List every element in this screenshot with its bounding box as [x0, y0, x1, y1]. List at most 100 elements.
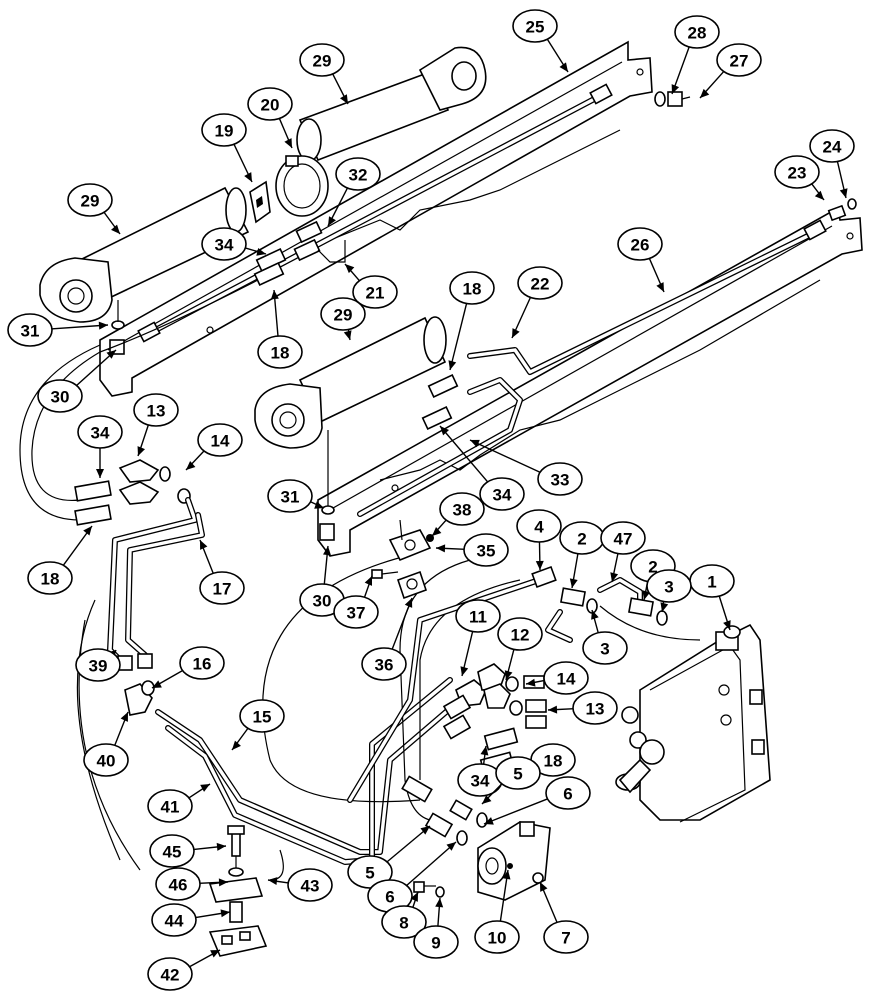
callout-label: 8 [399, 914, 408, 933]
leader-arrow [244, 172, 252, 182]
callout-c39: 39 [75, 648, 121, 682]
leader-arrow [364, 576, 372, 586]
control-valve-icon [615, 623, 771, 823]
callout-bubble [545, 776, 591, 810]
callout-bubble [455, 599, 501, 633]
callout-c34a: 34 [201, 227, 267, 261]
leader-arrow [218, 878, 228, 887]
callout-label: 3 [600, 640, 609, 659]
leader-arrow [323, 546, 331, 556]
leader-arrow [268, 877, 278, 886]
leader-arrow [700, 88, 710, 98]
callout-c17: 17 [199, 539, 245, 605]
callout-c29c: 29 [320, 297, 366, 341]
callout-c43: 43 [267, 868, 333, 902]
callout-c35: 35 [435, 533, 509, 567]
callout-label: 2 [648, 558, 657, 577]
hose-fitting-icon [827, 198, 857, 222]
callout-c29b: 29 [67, 183, 121, 235]
callout-c37: 37 [333, 575, 379, 629]
callout-bubble [381, 905, 427, 939]
leader-arrow [404, 598, 413, 608]
callout-c11: 11 [455, 599, 501, 677]
callout-bubble [179, 646, 225, 680]
callout-bubble [147, 789, 193, 823]
leader-arrow [314, 501, 324, 509]
lower-arm-tube [357, 219, 827, 517]
leader-arrow [210, 950, 220, 958]
cylinder-upper-left [39, 186, 250, 323]
fitting-5-6 [401, 775, 488, 846]
callout-bubble [774, 155, 820, 189]
callout-label: 14 [211, 432, 230, 451]
leader-arrow [548, 705, 558, 714]
callout-c41: 41 [147, 783, 211, 823]
callout-bubble [474, 920, 520, 954]
callout-label: 1 [707, 573, 716, 592]
leader-arrow [446, 842, 456, 851]
leader-arrow [480, 746, 489, 756]
callout-bubble [646, 569, 692, 603]
leader-arrow [343, 330, 352, 340]
leader-arrow [435, 898, 444, 908]
callout-label: 33 [551, 471, 570, 490]
leader-arrow [284, 138, 292, 148]
callout-c18a: 18 [257, 289, 303, 369]
leader-arrow [186, 461, 196, 470]
callout-bubble [439, 492, 485, 526]
leader-arrow [484, 817, 494, 825]
leader-arrow [839, 188, 848, 198]
callout-label: 9 [431, 934, 440, 953]
leader-arrow [120, 712, 128, 722]
leader-arrow [460, 666, 469, 676]
callout-bubble [257, 335, 303, 369]
callout-label: 47 [614, 530, 633, 549]
callout-bubble [67, 183, 113, 217]
callout-c23: 23 [774, 155, 825, 201]
loader-arm-upper [99, 40, 653, 397]
callout-label: 18 [41, 570, 60, 589]
callout-bubble [449, 271, 495, 305]
callout-label: 22 [531, 275, 550, 294]
leader-arrow [540, 882, 548, 892]
callout-c3a: 3 [646, 569, 692, 613]
callout-c20: 20 [247, 87, 293, 149]
callout-label: 2 [577, 530, 586, 549]
callout-label: 6 [563, 785, 572, 804]
leader-arrow [482, 795, 492, 804]
leader-line [449, 303, 468, 371]
leader-arrow [610, 572, 619, 582]
leader-arrow [660, 602, 669, 612]
callout-bubble [809, 129, 855, 163]
callout-label: 11 [469, 608, 487, 627]
leader-arrow [256, 248, 266, 256]
callout-c2a: 2 [559, 521, 605, 589]
callout-label: 31 [21, 322, 40, 341]
callout-bubble [267, 479, 313, 513]
callout-label: 6 [385, 888, 394, 907]
leader-arrow [328, 216, 336, 226]
callout-label: 24 [823, 138, 842, 157]
leader-line [386, 825, 431, 863]
callout-label: 39 [89, 657, 108, 676]
callout-c34b: 34 [77, 415, 123, 478]
callout-bubble [512, 9, 558, 43]
leader-arrow [111, 224, 120, 234]
callout-bubble [543, 920, 589, 954]
callout-label: 18 [544, 752, 563, 771]
leader-arrow [98, 321, 108, 330]
callout-c10: 10 [474, 869, 520, 954]
leader-arrow [512, 328, 520, 338]
callout-c26: 26 [617, 227, 665, 293]
callout-bubble [537, 462, 583, 496]
callout-label: 31 [281, 488, 300, 507]
callout-label: 4 [534, 518, 544, 537]
callout-label: 32 [349, 166, 368, 185]
callout-label: 35 [477, 542, 496, 561]
callout-label: 34 [215, 236, 234, 255]
callout-bubble [7, 313, 53, 347]
leader-arrow [535, 560, 544, 570]
leader-arrow [559, 62, 568, 72]
